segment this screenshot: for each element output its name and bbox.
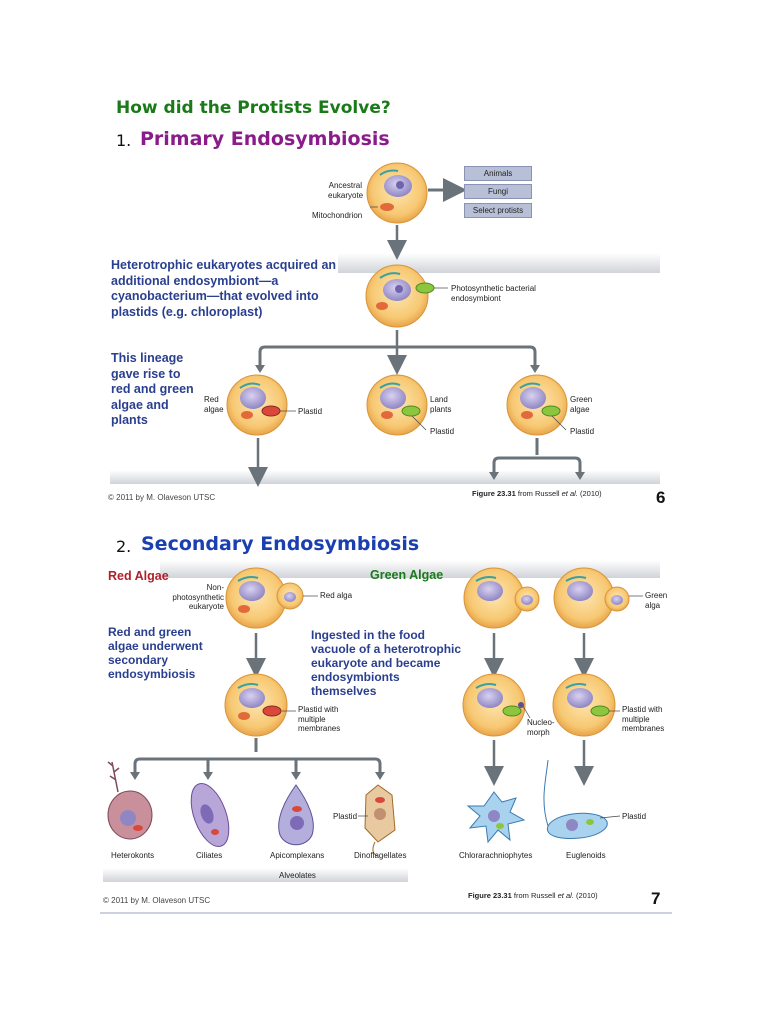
figure-year: (2010) — [573, 891, 598, 900]
green-algae-heading: Green Algae — [370, 568, 444, 582]
green-algae-label: Green algae — [570, 395, 593, 414]
group-euglenoids: Euglenoids — [566, 851, 606, 860]
copyright: © 2011 by M. Olaveson UTSC — [108, 493, 216, 502]
section-title: Secondary Endosymbiosis — [141, 533, 420, 555]
nonphotosynthetic-eukaryote-label: Non-photosynthetic eukaryote — [172, 583, 224, 611]
plastid-label: Plastid — [570, 427, 595, 436]
page-number: 7 — [651, 889, 661, 908]
figure-credit: Figure 23.31 from Russell et al. (2010) — [472, 489, 602, 498]
band — [110, 470, 660, 484]
heterotrophic-text: Heterotrophic eukaryotes acquired an add… — [111, 258, 337, 319]
nonphotosynthetic-eukaryote-cell — [225, 567, 304, 629]
plastid-multiple-membranes-label: Plastid with multiple membranes — [622, 705, 665, 733]
heterokont-organism — [107, 761, 153, 840]
group-ciliates: Ciliates — [196, 851, 223, 860]
chlorarachniophyte-organism — [466, 791, 526, 844]
green-algae-cell — [506, 374, 568, 436]
group-heterokonts: Heterokonts — [111, 851, 155, 860]
euglenoid-organism — [543, 759, 608, 839]
secondary-text: Red and green algae underwent secondary … — [108, 625, 203, 681]
figure-number: Figure 23.31 — [468, 891, 512, 900]
figure-number: Figure 23.31 — [472, 489, 516, 498]
band — [160, 560, 660, 578]
section-number: 2. — [116, 537, 132, 556]
plastid-label: Plastid — [333, 812, 358, 821]
photosynthetic-cell — [365, 264, 435, 328]
red-algae-heading: Red Algae — [108, 569, 169, 583]
figure-source: from Russell — [515, 489, 562, 498]
green-nonphoto-cell-1 — [463, 567, 540, 629]
group-apicomplexans: Apicomplexans — [270, 851, 325, 860]
mitochondrion-label: Mitochondrion — [312, 211, 363, 220]
nucleomorph-label: Nucleo-morph — [527, 718, 555, 737]
copyright: © 2011 by M. Olaveson UTSC — [103, 896, 211, 905]
ancestral-eukaryote-label: Ancestral eukaryote — [328, 181, 364, 200]
outcome-animals: Animals — [464, 166, 532, 181]
ancestral-eukaryote-cell — [366, 162, 428, 224]
green-nonphoto-cell-2 — [553, 567, 630, 629]
red-alga-label: Red alga — [320, 591, 353, 600]
figure-source: from Russell — [511, 891, 558, 900]
band — [103, 868, 408, 882]
land-plants-cell — [366, 374, 428, 436]
slide-title: How did the Protists Evolve? — [116, 98, 391, 118]
apicomplexan-organism — [278, 784, 314, 846]
green-nucleomorph-cell — [462, 673, 526, 737]
plastid-label: Plastid — [298, 407, 323, 416]
page-number: 6 — [656, 488, 666, 507]
photosynthetic-endosymbiont-label: Photosynthetic bacterial endosymbiont — [451, 284, 536, 303]
red-algae-label: Red algae — [204, 395, 224, 414]
band — [338, 253, 660, 273]
figure-etal: et al. — [557, 891, 574, 900]
plastid-multiple-membranes-cell — [224, 673, 288, 737]
figure-credit: Figure 23.31 from Russell et al. (2010) — [468, 891, 598, 900]
red-algae-cell — [226, 374, 288, 436]
section-title: Primary Endosymbiosis — [140, 128, 390, 150]
outcome-select-protists: Select protists — [464, 203, 532, 218]
plastid-multiple-membranes-label: Plastid with multiple membranes — [298, 705, 341, 733]
plastid-label: Plastid — [430, 427, 455, 436]
section-number: 1. — [116, 131, 132, 150]
ingested-text: Ingested in the food vacuole of a hetero… — [311, 628, 462, 698]
primary-endosymbiosis-diagram — [110, 162, 660, 487]
outcome-fungi: Fungi — [464, 184, 532, 199]
group-dinoflagellates: Dinoflagellates — [354, 851, 407, 860]
figure-year: (2010) — [577, 489, 602, 498]
ciliate-organism — [190, 783, 230, 847]
green-alga-label: Green alga — [645, 591, 668, 610]
green-plastid-cell — [552, 673, 616, 737]
alveolates-label: Alveolates — [279, 871, 316, 880]
group-chlorarachniophytes: Chlorarachniophytes — [459, 851, 533, 860]
plastid-label: Plastid — [622, 812, 647, 821]
figure-etal: et al. — [561, 489, 578, 498]
lineage-text: This lineage gave rise to red and green … — [111, 351, 194, 427]
land-plants-label: Land plants — [430, 395, 452, 414]
dinoflagellate-organism — [364, 784, 396, 857]
